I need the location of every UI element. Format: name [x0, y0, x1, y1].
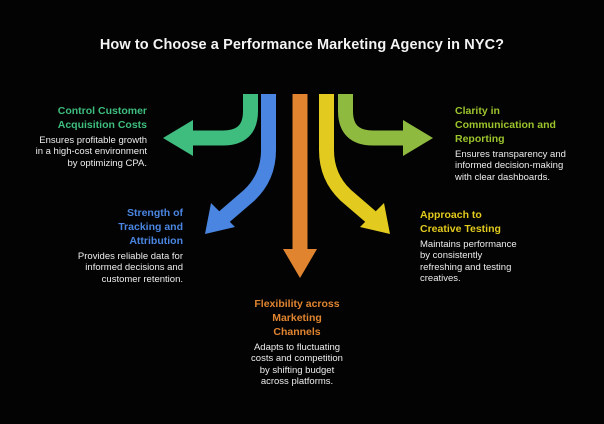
- heading-line: Creative Testing: [420, 223, 501, 235]
- block-tracking-heading: Strength of Tracking and Attribution: [13, 206, 183, 248]
- body-line: refreshing and testing: [420, 261, 512, 273]
- arrow-creative-shaft: [319, 94, 376, 223]
- body-line: in a high-cost environment: [35, 146, 147, 158]
- heading-line: Communication and: [455, 119, 556, 131]
- block-acquisition-body: Ensures profitable growth in a high-cost…: [0, 135, 147, 169]
- arrow-clarity-head: [403, 120, 433, 156]
- block-creative-heading: Approach to Creative Testing: [420, 208, 590, 236]
- block-acquisition-heading: Control Customer Acquisition Costs: [0, 104, 147, 132]
- block-tracking: Strength of Tracking and Attribution Pro…: [13, 206, 183, 285]
- arrow-tracking-head: [205, 203, 235, 234]
- block-clarity-heading: Clarity in Communication and Reporting: [455, 104, 600, 146]
- heading-line: Channels: [273, 326, 321, 338]
- body-line: informed decisions and: [85, 262, 183, 274]
- heading-line: Strength of: [127, 207, 183, 219]
- body-line: by shifting budget: [259, 364, 335, 376]
- block-acquisition: Control Customer Acquisition Costs Ensur…: [0, 104, 147, 169]
- body-line: with clear dashboards.: [455, 171, 551, 183]
- heading-line: Reporting: [455, 133, 505, 145]
- body-line: Ensures profitable growth: [39, 135, 147, 146]
- heading-line: Acquisition Costs: [57, 119, 147, 131]
- block-flexibility: Flexibility across Marketing Channels Ad…: [197, 297, 397, 388]
- arrow-tracking: [205, 94, 276, 234]
- body-line: informed decision-making: [455, 160, 564, 172]
- block-tracking-body: Provides reliable data for informed deci…: [13, 251, 183, 285]
- body-line: across platforms.: [260, 376, 334, 388]
- block-flexibility-heading: Flexibility across Marketing Channels: [197, 297, 397, 339]
- block-creative-body: Maintains performance by consistently re…: [420, 239, 590, 285]
- arrow-flexibility-head: [283, 249, 317, 278]
- block-clarity: Clarity in Communication and Reporting E…: [455, 104, 600, 183]
- block-clarity-body: Ensures transparency and informed decisi…: [455, 149, 600, 183]
- body-line: costs and competition: [251, 353, 343, 365]
- body-line: by consistently: [420, 250, 483, 262]
- heading-line: Tracking and: [118, 221, 183, 233]
- arrow-clarity-shaft: [338, 94, 404, 146]
- arrow-acquisition-head: [163, 120, 193, 156]
- arrow-creative: [319, 94, 390, 234]
- arrow-creative-head: [360, 203, 390, 234]
- block-flexibility-body: Adapts to fluctuating costs and competit…: [197, 342, 397, 388]
- arrow-acquisition: [163, 94, 258, 156]
- heading-line: Approach to: [420, 209, 482, 221]
- body-line: Maintains performance: [420, 239, 517, 250]
- block-creative: Approach to Creative Testing Maintains p…: [420, 208, 590, 285]
- heading-line: Marketing: [272, 312, 322, 324]
- heading-line: Flexibility across: [254, 298, 340, 310]
- heading-line: Control Customer: [57, 105, 147, 117]
- body-line: Adapts to fluctuating: [253, 342, 341, 353]
- body-line: creatives.: [420, 273, 461, 285]
- page-title: How to Choose a Performance Marketing Ag…: [99, 37, 505, 53]
- arrow-clarity: [338, 94, 433, 156]
- body-line: Provides reliable data for: [77, 251, 183, 262]
- arrow-flexibility: [283, 94, 317, 278]
- heading-line: Attribution: [129, 235, 183, 247]
- heading-line: Clarity in: [455, 105, 500, 117]
- body-line: Ensures transparency and: [455, 149, 566, 160]
- arrow-acquisition-shaft: [192, 94, 258, 146]
- arrow-tracking-shaft: [219, 94, 276, 223]
- body-line: by optimizing CPA.: [67, 157, 147, 169]
- body-line: customer retention.: [101, 273, 183, 285]
